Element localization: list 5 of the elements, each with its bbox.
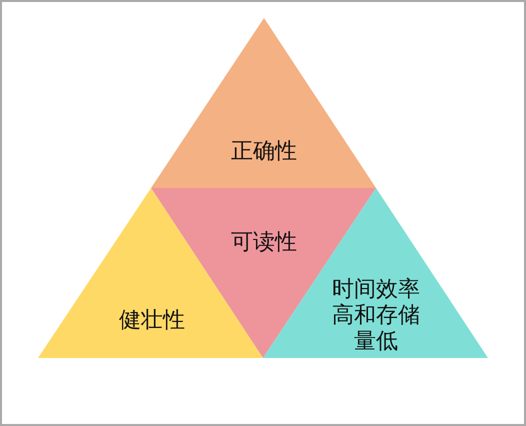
pyramid-section — [151, 18, 376, 188]
section-label: 健壮性 — [119, 308, 185, 334]
section-label: 可读性 — [231, 230, 297, 256]
section-label: 时间效率高和存储量低 — [331, 277, 421, 355]
section-label: 正确性 — [231, 139, 297, 165]
